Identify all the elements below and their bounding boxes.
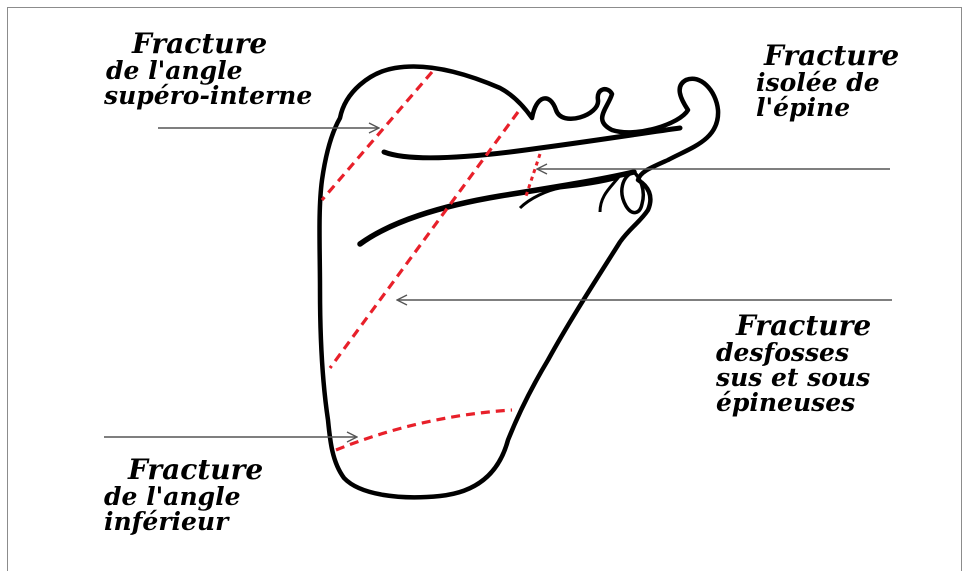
fracture-line-superior-angle bbox=[322, 72, 432, 200]
label-fossae: Fracture desfosses sus et sous épineuses bbox=[716, 312, 871, 415]
label-spine-line1: Fracture bbox=[764, 42, 899, 70]
label-fossae-line1: Fracture bbox=[736, 312, 871, 340]
glenoid-curl bbox=[622, 172, 643, 213]
label-spine: Fracture isolée de l'épine bbox=[746, 42, 899, 120]
label-superior-angle-line2: de l'angle bbox=[106, 58, 312, 83]
label-fossae-line2: desfosses bbox=[716, 340, 871, 365]
label-spine-line3: l'épine bbox=[756, 95, 899, 120]
label-superior-angle-line3: supéro-interne bbox=[104, 83, 312, 108]
label-inferior-angle-line1: Fracture bbox=[128, 456, 263, 484]
label-inferior-angle: Fracture de l'angle inférieur bbox=[104, 456, 263, 534]
label-fossae-line3: sus et sous bbox=[716, 365, 871, 390]
label-spine-line2: isolée de bbox=[756, 70, 899, 95]
label-inferior-angle-line3: inférieur bbox=[104, 509, 263, 534]
label-superior-angle: Fracture de l'angle supéro-interne bbox=[104, 30, 312, 108]
label-inferior-angle-line2: de l'angle bbox=[104, 484, 263, 509]
label-superior-angle-line1: Fracture bbox=[132, 30, 312, 58]
fracture-line-fossae bbox=[330, 112, 518, 368]
spine-upper-edge bbox=[384, 128, 680, 158]
label-fossae-line4: épineuses bbox=[716, 390, 871, 415]
fracture-line-inferior-angle bbox=[336, 410, 512, 450]
